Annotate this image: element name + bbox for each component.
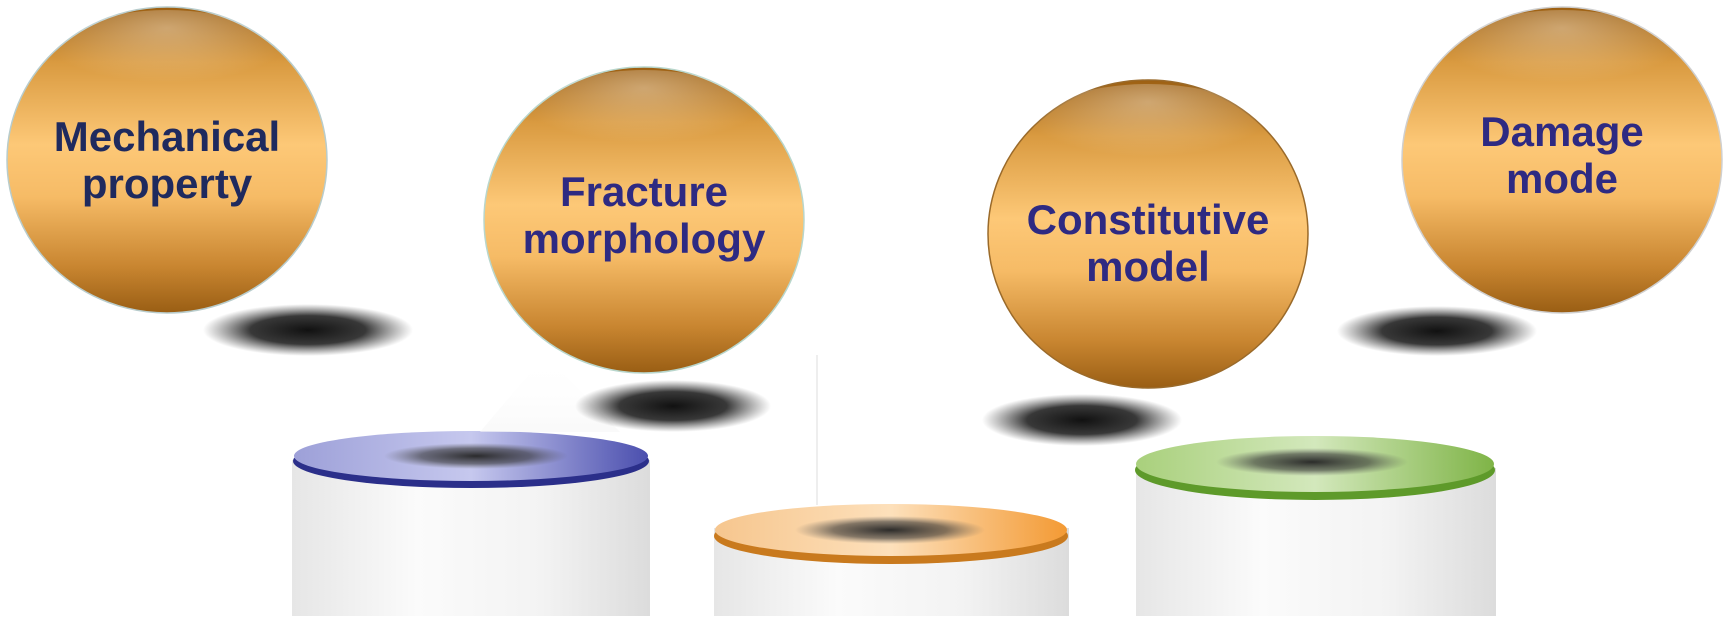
- bubble-constitutive-model: [987, 79, 1309, 389]
- pedestal-middle-shadow: [795, 516, 985, 544]
- bubble-shadow-3: [982, 394, 1182, 446]
- label-fracture-morphology: Fracture morphology: [522, 167, 766, 262]
- label-mechanical-property: Mechanical property: [53, 112, 281, 207]
- bubble-shadow-4: [1337, 306, 1537, 356]
- pedestal-left: [292, 431, 650, 616]
- bubble-shadow-1: [203, 304, 413, 356]
- bubble-damage-mode: [1401, 6, 1723, 314]
- pedestal-right: [1135, 436, 1496, 616]
- label-constitutive-model: Constitutive model: [1026, 195, 1270, 290]
- pedestal-left-shadow: [384, 443, 568, 469]
- bubble-mechanical-property: [6, 6, 328, 314]
- bubble-fracture-morphology: [483, 66, 805, 374]
- pedestal-middle: [714, 504, 1069, 616]
- label-damage-mode: Damage mode: [1480, 107, 1644, 202]
- pedestal-right-shadow: [1216, 448, 1408, 476]
- light-beam-middle: [816, 355, 818, 505]
- bubble-shadow-2: [575, 380, 771, 432]
